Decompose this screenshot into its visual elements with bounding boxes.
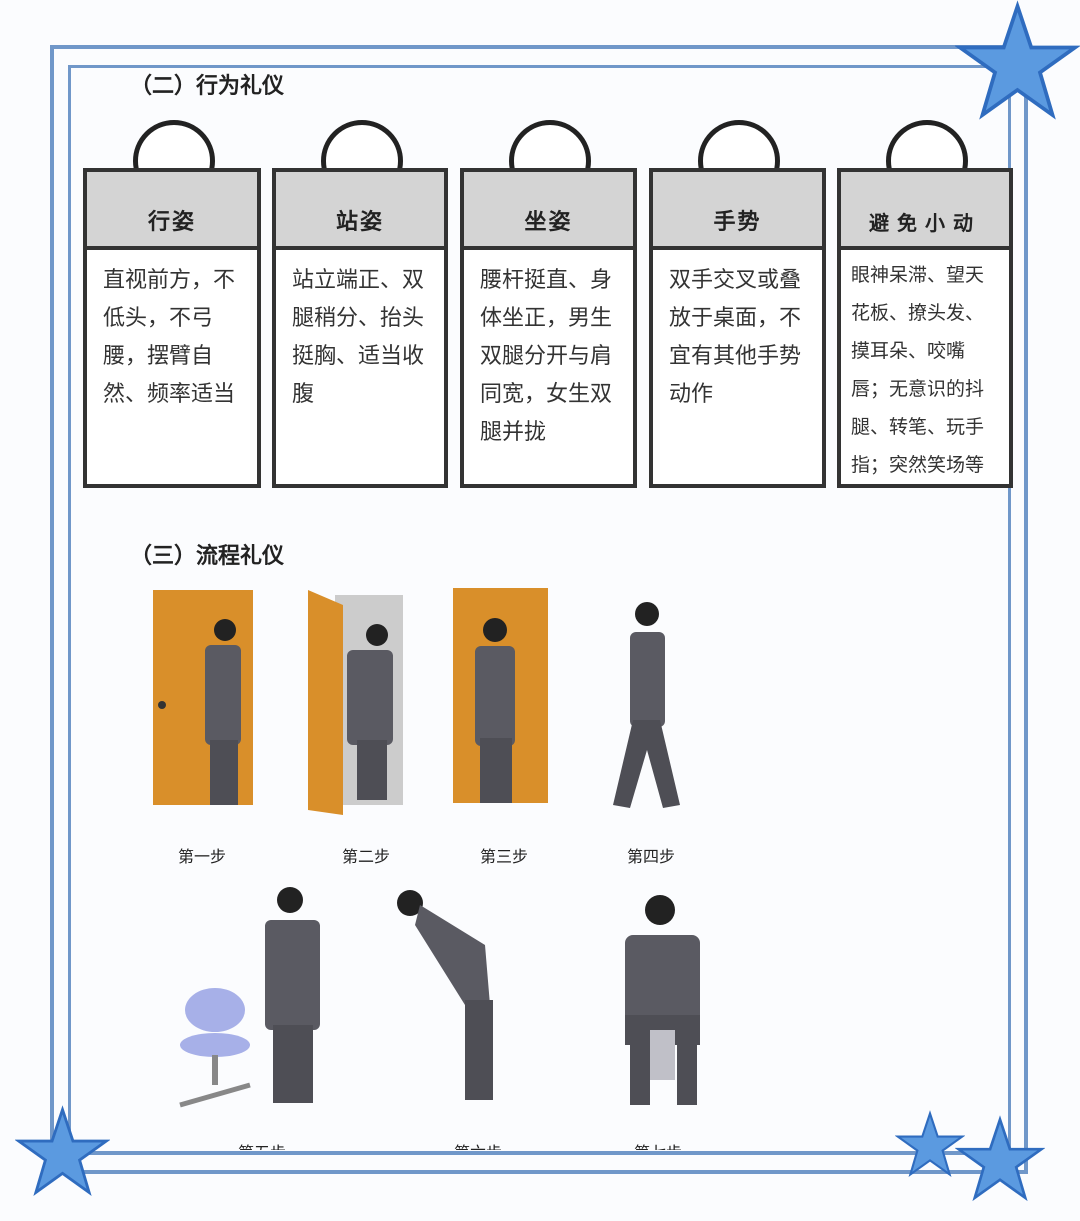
frame-bottom-inner bbox=[50, 1151, 1028, 1155]
step5-illustration bbox=[179, 887, 320, 1108]
step-label: 第四步 bbox=[627, 847, 676, 866]
card-title: 行姿 bbox=[87, 172, 257, 250]
card-text: 腰杆挺直、身体坐正，男生双腿分开与肩同宽，女生双腿并拢 bbox=[480, 268, 613, 445]
frame-bottom-outer bbox=[50, 1170, 1028, 1174]
frame-left-outer bbox=[50, 45, 54, 1173]
frame-left-inner bbox=[68, 65, 71, 1153]
card-sitting: 坐姿腰杆挺直、身体坐正，男生双腿分开与肩同宽，女生双腿并拢 bbox=[460, 168, 637, 488]
frame-top-outer bbox=[50, 45, 1026, 49]
step-label: 第三步 bbox=[480, 847, 529, 866]
card-gestures: 手势双手交叉或叠放于桌面，不宜有其他手势动作 bbox=[649, 168, 826, 488]
step3-illustration bbox=[453, 588, 548, 803]
card-title: 站姿 bbox=[276, 172, 444, 250]
cut-labels: 第五步 第六步 第七步 bbox=[200, 1130, 900, 1150]
card-text: 双手交叉或叠放于桌面，不宜有其他手势动作 bbox=[669, 268, 802, 407]
step-label: 第七步 bbox=[634, 1139, 682, 1150]
star-icon bbox=[955, 1115, 1045, 1202]
frame-top-inner bbox=[68, 65, 1010, 68]
card-text: 站立端正、双腿稍分、抬头挺胸、适当收腹 bbox=[292, 268, 425, 407]
frame-right-outer bbox=[1024, 45, 1028, 1173]
card-title: 避免小动 bbox=[841, 172, 1009, 250]
star-icon bbox=[15, 1105, 110, 1196]
card-walking: 行姿直视前方，不低头，不弓腰，摆臂自然、频率适当 bbox=[83, 168, 261, 488]
section-title-behavior: （二）行为礼仪 bbox=[130, 74, 285, 99]
card-standing: 站姿站立端正、双腿稍分、抬头挺胸、适当收腹 bbox=[272, 168, 448, 488]
step7-illustration bbox=[625, 895, 700, 1105]
step4-illustration bbox=[613, 602, 680, 808]
step-label: 第六步 bbox=[454, 1139, 502, 1150]
card-avoid-habits: 避免小动眼神呆滞、望天花板、撩头发、摸耳朵、咬嘴唇；无意识的抖腿、转笔、玩手指；… bbox=[837, 168, 1013, 488]
star-icon bbox=[955, 0, 1080, 120]
card-text: 直视前方，不低头，不弓腰，摆臂自然、频率适当 bbox=[103, 268, 236, 407]
section-title-process: （三）流程礼仪 bbox=[130, 544, 285, 569]
frame-right-inner bbox=[1008, 65, 1011, 1153]
card-title: 坐姿 bbox=[464, 172, 633, 250]
card-text: 眼神呆滞、望天花板、撩头发、摸耳朵、咬嘴唇；无意识的抖腿、转笔、玩手指；突然笑场… bbox=[851, 264, 985, 476]
step2-illustration bbox=[308, 590, 403, 815]
step-label: 第二步 bbox=[342, 847, 391, 866]
step-label: 第五步 bbox=[238, 1139, 286, 1150]
step1-illustration bbox=[153, 590, 253, 805]
card-title: 手势 bbox=[653, 172, 822, 250]
star-icon bbox=[895, 1110, 965, 1178]
step6-illustration bbox=[397, 890, 493, 1100]
step-label: 第一步 bbox=[178, 847, 227, 866]
